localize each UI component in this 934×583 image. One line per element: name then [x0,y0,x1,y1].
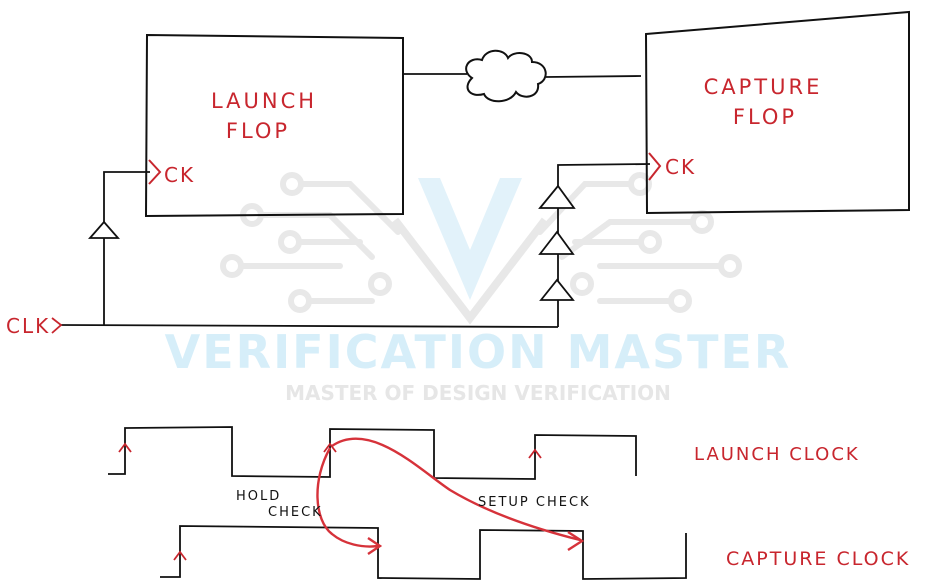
hold-check-label-line1: HOLD [236,489,281,504]
capture-clock-label: CAPTURE CLOCK [726,548,910,570]
launch-flop-label-line2: FLOP [226,119,290,143]
setup-check-arrow [331,437,585,552]
capture-ck-label: CK [665,155,696,179]
launch-flop [144,33,404,218]
clk-label: CLK [6,314,50,338]
launch-clock-edge-markers [118,442,542,459]
capture-flop-label-line2: FLOP [733,105,797,129]
capture-flop [644,10,910,215]
capture-buffer-2 [538,230,575,255]
capture-buffer-1 [538,184,576,209]
launch-clock-path [88,171,150,325]
launch-flop-label-line1: LAUNCH [211,89,317,113]
capture-buffer-3 [539,278,575,301]
launch-clock-label: LAUNCH CLOCK [694,444,860,465]
clk-arrow [51,317,63,334]
capture-clock-waveform [160,525,687,580]
clk-trunk [59,163,651,328]
capture-flop-label-line1: CAPTURE [704,75,823,99]
launch-buffer [88,220,120,239]
setup-check-label: SETUP CHECK [478,495,591,510]
watermark-subtitle: MASTER OF DESIGN VERIFICATION [285,381,671,405]
combinational-logic-cloud [465,49,547,103]
launch-clock-waveform [108,426,637,480]
capture-clock-edge-markers [173,550,187,561]
launch-ck-label: CK [164,163,195,187]
data-path [404,73,642,78]
watermark-logo [220,172,742,325]
watermark-title: VERIFICATION MASTER [165,325,792,379]
hold-check-arrow [316,447,383,555]
hold-check-label-line2: CHECK [268,505,323,520]
